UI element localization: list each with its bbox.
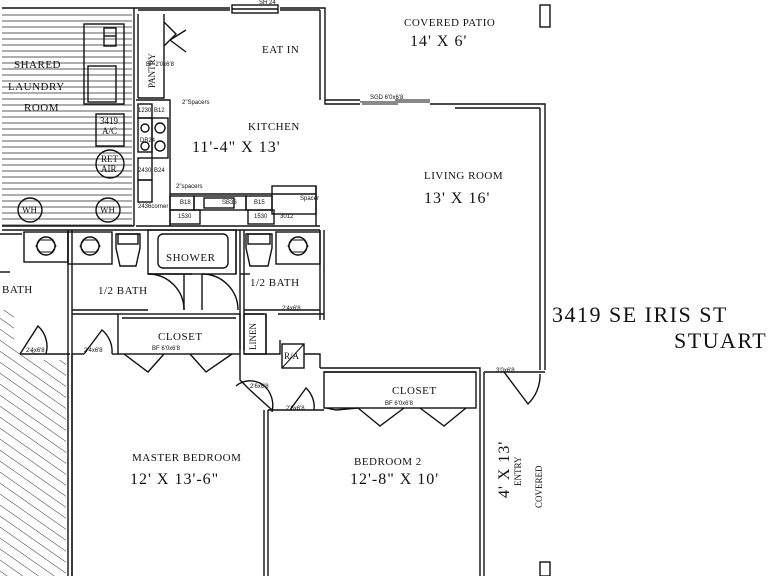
water-heater-label-2: WH [100, 205, 115, 215]
cabinet-b15: B15 [254, 200, 265, 206]
window-sh-label: SH 24 [259, 0, 276, 6]
return-air-label-2: AIR [101, 164, 117, 174]
cabinet-b18: B18 [180, 200, 191, 206]
bedroom2-label: BEDROOM 2 [354, 456, 422, 468]
kitchen-label: KITCHEN [248, 121, 300, 133]
cabinet-3012: 3012 [280, 214, 294, 220]
sgd-label: SGD 6'0x6'8 [370, 95, 404, 101]
pantry-label: PANTRY [147, 53, 157, 88]
ac-unit-number: 3419 [100, 116, 118, 126]
door-2468-label-c: 2'4x6'8 [282, 306, 301, 312]
laundry-label-line1: SHARED [14, 59, 62, 71]
bedroom2-closet-label: CLOSET [392, 385, 437, 397]
door-2668-label-b: 2'6x6'8 [286, 406, 305, 412]
master-closet-label: CLOSET [158, 331, 203, 343]
bedroom2-dimensions: 12'-8" X 10' [350, 471, 440, 488]
master-bedroom-dimensions: 12' X 13'-6" [130, 471, 220, 488]
entry-label: ENTRY [513, 456, 523, 486]
return-air-icon [95, 149, 125, 179]
cabinet-2436corner: 2436corner [138, 204, 169, 210]
bath-left-edge-label: BATH [2, 284, 33, 296]
entry-door-label: 3'0x6'8 [496, 368, 515, 374]
water-heater-label-1: WH [22, 205, 37, 215]
living-room-label: LIVING ROOM [424, 170, 504, 182]
linen-label: LINEN [248, 323, 258, 350]
cabinet-1230: 1230 [138, 108, 152, 114]
master-closet-door-label: BF 6'0x6'8 [152, 346, 180, 352]
laundry-label-line3: ROOM [24, 102, 60, 114]
shower-label: SHOWER [166, 252, 216, 264]
return-air-label-1: RET [101, 154, 118, 164]
return-air-box-label: R/A [284, 351, 300, 361]
cabinet-sb36: SB36 [222, 200, 237, 206]
address-line1: 3419 SE IRIS ST [552, 302, 728, 327]
door-2468-label-b: 2'4x6'8 [84, 348, 103, 354]
covered-patio-label: COVERED PATIO [404, 17, 496, 29]
master-bedroom-label: MASTER BEDROOM [132, 452, 242, 464]
cabinet-b24: B24 [154, 168, 165, 174]
entry-dimensions: 4' X 13' [496, 440, 513, 498]
spacers-label-b: 2"spacers [176, 184, 203, 190]
cabinet-b12: B12 [154, 108, 165, 114]
spacers-label-a: 2"Spacers [182, 100, 210, 106]
bedroom2-closet-door-label: BF 6'0x6'8 [385, 401, 413, 407]
kitchen-dimensions: 11'-4" X 13' [192, 139, 281, 156]
covered-entry-label: COVERED [534, 465, 544, 509]
door-2668-label-a: 2'6x6'8 [250, 384, 269, 390]
cabinet-db24: DB24 [140, 138, 156, 144]
covered-patio-dimensions: 14' X 6' [410, 33, 468, 50]
spacer-label-c: Spacer [300, 196, 320, 202]
living-room-dimensions: 13' X 16' [424, 190, 491, 207]
cabinet-1530b: 1530 [254, 214, 268, 220]
half-bath-right-label: 1/2 BATH [250, 277, 300, 289]
exterior-hatch [0, 310, 66, 576]
cabinet-2430: 2430 [138, 168, 152, 174]
cabinet-1530a: 1530 [178, 214, 192, 220]
address-line2: STUART [674, 328, 768, 353]
water-heater-icon [17, 197, 43, 223]
door-2468-label-a: 2'4x6'8 [26, 348, 45, 354]
eat-in-label: EAT IN [262, 44, 300, 56]
half-bath-left-label: 1/2 BATH [98, 285, 148, 297]
ac-unit-label: A/C [102, 126, 118, 136]
laundry-label-line2: LAUNDRY [8, 81, 65, 93]
pantry-door-label: BF 2'0x6'8 [146, 62, 174, 68]
